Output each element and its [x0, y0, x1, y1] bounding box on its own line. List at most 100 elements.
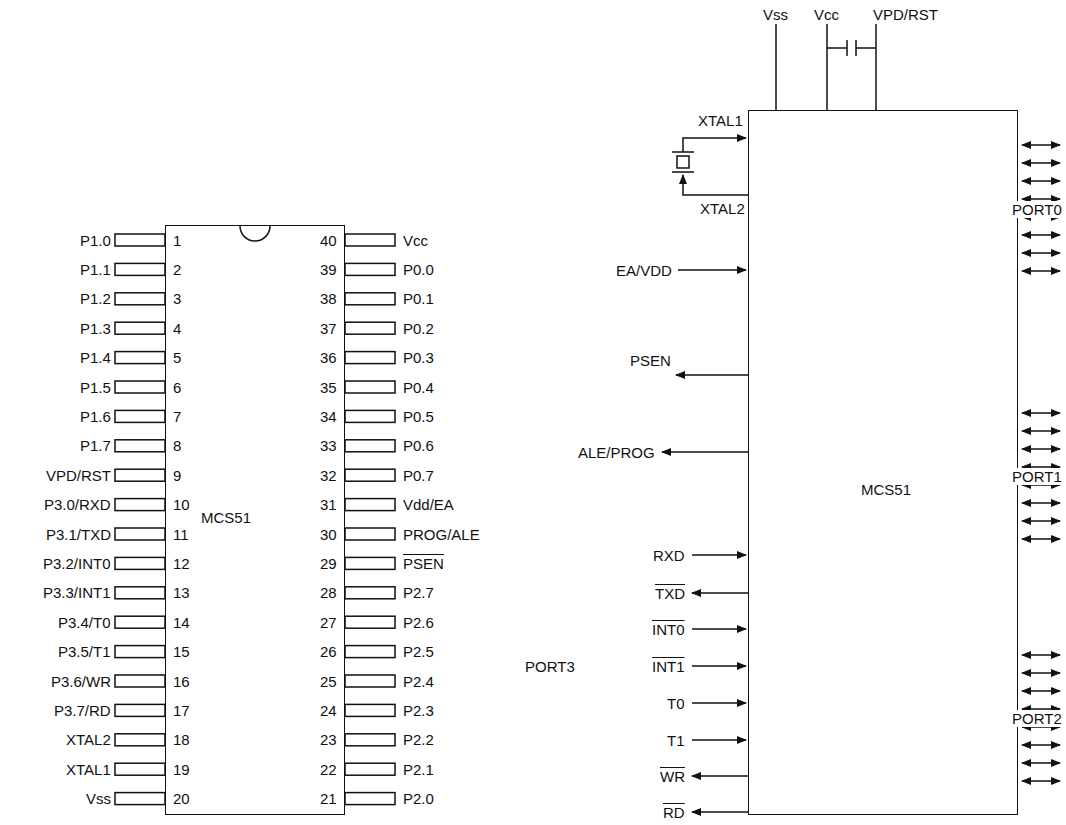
- pin-name: P3.1/TXD: [45, 526, 112, 543]
- int1-wire: [692, 665, 746, 667]
- pin-stub: [115, 734, 165, 746]
- chip-notch: [240, 226, 270, 241]
- t0-wire: [692, 702, 746, 704]
- pin-stub: [115, 499, 165, 511]
- pin-name: P2.2: [402, 731, 435, 748]
- pin-number: 26: [319, 643, 338, 660]
- port-bus-arrow: [1022, 162, 1060, 164]
- pin-number: 40: [319, 232, 338, 249]
- pin-stub: [115, 293, 165, 305]
- wr-wire: [692, 775, 748, 777]
- signal-label: VPD/RST: [872, 6, 939, 23]
- pin-stub: [115, 646, 165, 658]
- pin-number: 15: [172, 643, 191, 660]
- pin-number: 5: [172, 349, 182, 366]
- pin-name: P3.0/RXD: [43, 496, 112, 513]
- crystal-symbol: [677, 156, 689, 168]
- pin-number: 16: [172, 673, 191, 690]
- t1-wire: [692, 739, 746, 741]
- pin-number: 24: [319, 702, 338, 719]
- int0-wire: [692, 628, 746, 630]
- pin-number: 28: [319, 584, 338, 601]
- pin-number: 36: [319, 349, 338, 366]
- pin-stub: [115, 469, 165, 481]
- pin-stub: [345, 528, 395, 540]
- chip-box: MCS51: [165, 225, 345, 815]
- port-bus-arrow: [1022, 412, 1060, 414]
- signal-label: WR: [659, 768, 686, 785]
- pin-name: P1.0: [79, 232, 112, 249]
- pin-name: XTAL1: [65, 761, 112, 778]
- pin-name: P2.4: [402, 673, 435, 690]
- pin-number: 33: [319, 437, 338, 454]
- pin-stub: [115, 234, 165, 246]
- pin-name: P1.3: [79, 320, 112, 337]
- pin-name: P1.7: [79, 437, 112, 454]
- pin-name: P0.6: [402, 437, 435, 454]
- pin-name: P0.1: [402, 290, 435, 307]
- pin-number: 12: [172, 555, 191, 572]
- pin-stub: [345, 557, 395, 569]
- pin-name: P1.1: [79, 261, 112, 278]
- crystal-plates: [672, 152, 694, 172]
- pin-number: 14: [172, 614, 191, 631]
- pin-name: PSEN: [402, 555, 445, 572]
- pin-number: 38: [319, 290, 338, 307]
- port-bus-arrow: [1022, 234, 1060, 236]
- pin-stub: [115, 440, 165, 452]
- pin-name: P3.7/RD: [53, 702, 112, 719]
- pin-number: 21: [319, 790, 338, 807]
- pin-stub: [345, 734, 395, 746]
- port-bus-arrow: [1022, 654, 1060, 656]
- pin-stub: [115, 616, 165, 628]
- port-bus-arrow: [1022, 690, 1060, 692]
- pin-stub: [345, 440, 395, 452]
- pin-number: 1: [172, 232, 182, 249]
- pin-number: 19: [172, 761, 191, 778]
- pin-name: P1.5: [79, 379, 112, 396]
- pin-name: P3.6/WR: [50, 673, 112, 690]
- port-bus-arrow: [1022, 780, 1060, 782]
- pin-name: P0.2: [402, 320, 435, 337]
- pin-stub: [115, 410, 165, 422]
- pin-name: P0.7: [402, 467, 435, 484]
- pin-name: P2.3: [402, 702, 435, 719]
- port-bus-arrow: [1022, 144, 1060, 146]
- txd-wire: [692, 592, 748, 594]
- pin-number: 20: [172, 790, 191, 807]
- pin-name: P1.4: [79, 349, 112, 366]
- pin-name: PROG/ALE: [402, 526, 481, 543]
- pin-stub: [345, 352, 395, 364]
- pin-name: P2.7: [402, 584, 435, 601]
- signal-label: T0: [666, 695, 686, 712]
- port-bus-arrow: [1022, 502, 1060, 504]
- signal-label: ALE/PROG: [577, 444, 656, 461]
- pin-stub: [345, 469, 395, 481]
- pin-number: 8: [172, 437, 182, 454]
- pin-stub: [115, 381, 165, 393]
- pin-number: 6: [172, 379, 182, 396]
- pin-stub: [115, 587, 165, 599]
- pin-number: 39: [319, 261, 338, 278]
- pin-stub: [345, 704, 395, 716]
- xtal1-wire: [683, 138, 746, 152]
- pin-stub: [345, 381, 395, 393]
- pin-number: 22: [319, 761, 338, 778]
- pin-stub: [345, 616, 395, 628]
- pin-number: 35: [319, 379, 338, 396]
- port-bus-arrow: [1022, 762, 1060, 764]
- pin-stub: [115, 352, 165, 364]
- pin-stub: [345, 763, 395, 775]
- chip-name: MCS51: [201, 509, 251, 526]
- rd-wire: [692, 811, 748, 813]
- signal-label: PSEN: [629, 352, 672, 369]
- pin-name: P3.2/INT0: [42, 555, 112, 572]
- pin-number: 18: [172, 731, 191, 748]
- pin-name: VPD/RST: [45, 467, 112, 484]
- pin-name: P3.3/INT1: [42, 584, 112, 601]
- pin-stub: [115, 322, 165, 334]
- pin-stub: [345, 263, 395, 275]
- pin-number: 37: [319, 320, 338, 337]
- pin-stub: [345, 587, 395, 599]
